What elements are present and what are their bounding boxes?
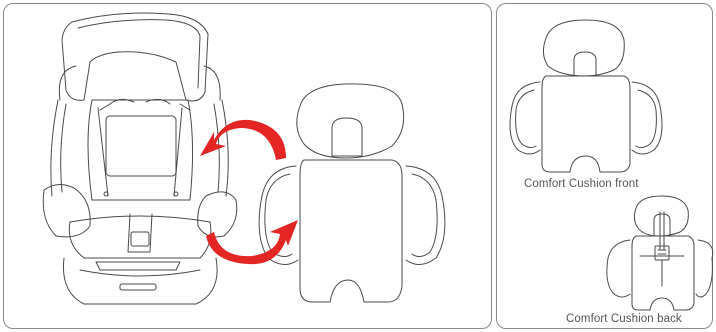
car-seat-illustration <box>43 13 237 304</box>
caption-cushion-back: Comfort Cushion back <box>566 313 682 325</box>
comfort-cushion-back-illustration <box>607 196 713 310</box>
caption-cushion-front: Comfort Cushion front <box>524 178 639 190</box>
red-curved-arrow-right-icon <box>206 220 298 264</box>
comfort-cushion-large-illustration <box>259 84 445 302</box>
red-curved-arrow-left-icon <box>200 120 286 160</box>
comfort-cushion-front-illustration <box>510 20 662 172</box>
